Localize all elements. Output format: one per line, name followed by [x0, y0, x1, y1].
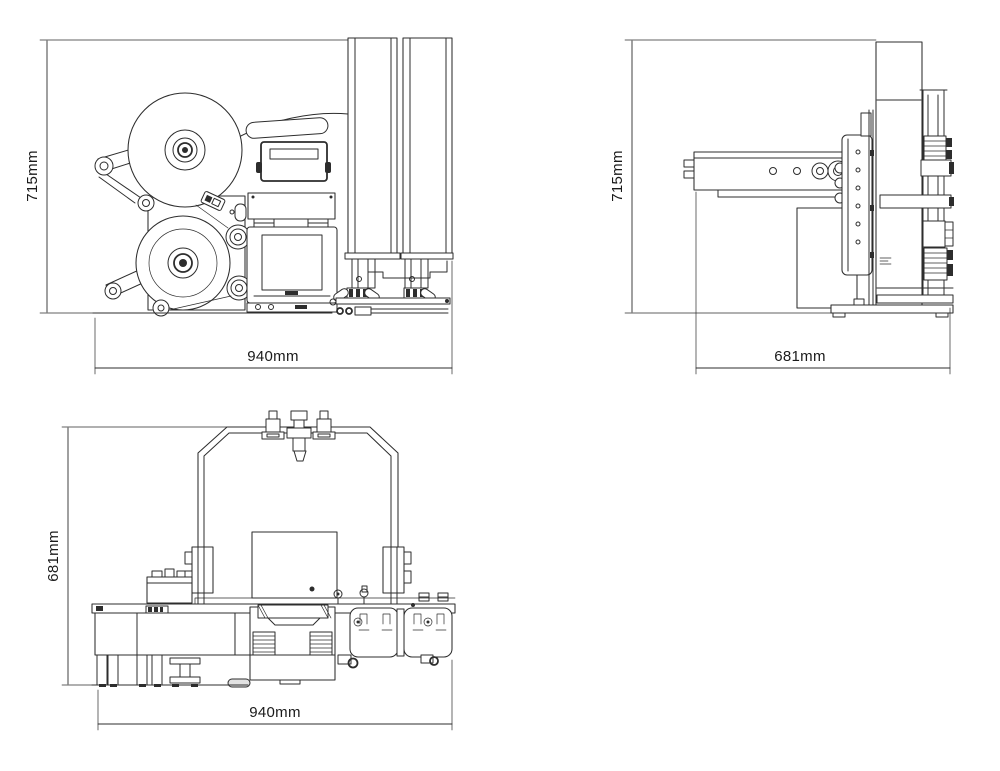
front-width-dimension: 940mm: [94, 260, 453, 375]
side-width-dimension: 681mm: [695, 191, 951, 375]
side-width-dimension-label: 681mm: [774, 348, 826, 365]
side-view-machine: [683, 41, 954, 318]
top-height-dimension: 681mm: [45, 426, 228, 686]
front-view-drawing: 715mm 940mm: [24, 37, 454, 375]
side-height-dimension: 715mm: [609, 39, 877, 314]
front-view-machine: [92, 37, 454, 317]
top-width-dimension-label: 940mm: [249, 704, 301, 721]
top-height-dimension-label: 681mm: [45, 530, 62, 582]
top-view-machine: [91, 410, 456, 688]
top-width-dimension: 940mm: [97, 659, 453, 731]
front-height-dimension: 715mm: [24, 39, 349, 314]
side-height-dimension-label: 715mm: [609, 150, 626, 202]
top-view-drawing: 681mm 940mm: [45, 410, 456, 731]
side-view-drawing: 715mm 681mm: [609, 39, 954, 375]
front-width-dimension-label: 940mm: [247, 348, 299, 365]
front-height-dimension-label: 715mm: [24, 150, 41, 202]
